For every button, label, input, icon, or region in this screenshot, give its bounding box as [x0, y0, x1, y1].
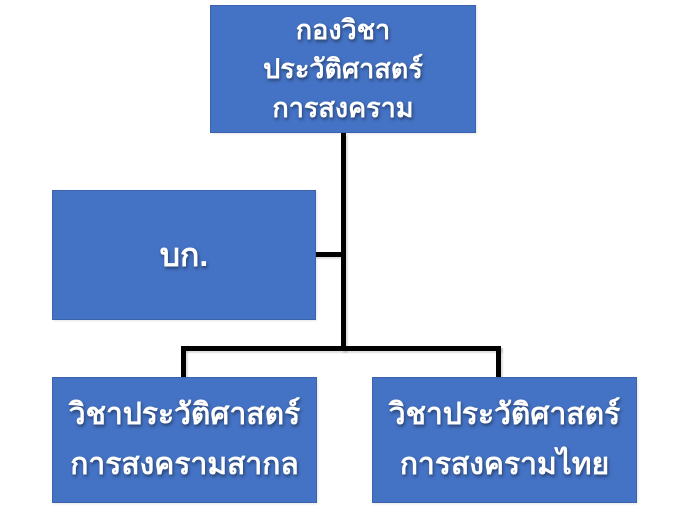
- connector-drop-right: [496, 346, 501, 377]
- org-box-label-line: บก.: [159, 237, 209, 273]
- connector-children-bar: [181, 346, 501, 351]
- org-box-label-line: การสงครามไทย: [399, 448, 610, 481]
- org-box-label-line: วิชาประวัติศาสตร์: [68, 398, 301, 431]
- org-box-thai-war-history: วิชาประวัติศาสตร์ การสงครามไทย: [372, 377, 637, 503]
- connector-staff-horizontal: [314, 252, 343, 257]
- org-box-headquarters: บก.: [52, 190, 316, 320]
- org-box-department: กองวิชา ประวัติศาสตร์ การสงคราม: [210, 5, 476, 133]
- org-box-label-line: กองวิชา: [295, 14, 391, 45]
- org-box-label-line: การสงครามสากล: [70, 448, 299, 481]
- connector-drop-left: [181, 346, 186, 377]
- org-box-label-line: ประวัติศาสตร์: [263, 53, 423, 84]
- org-box-label-line: วิชาประวัติศาสตร์: [388, 398, 621, 431]
- org-box-label-line: การสงคราม: [272, 92, 414, 123]
- connector-root-vertical: [341, 133, 346, 351]
- org-box-general-war-history: วิชาประวัติศาสตร์ การสงครามสากล: [52, 377, 317, 503]
